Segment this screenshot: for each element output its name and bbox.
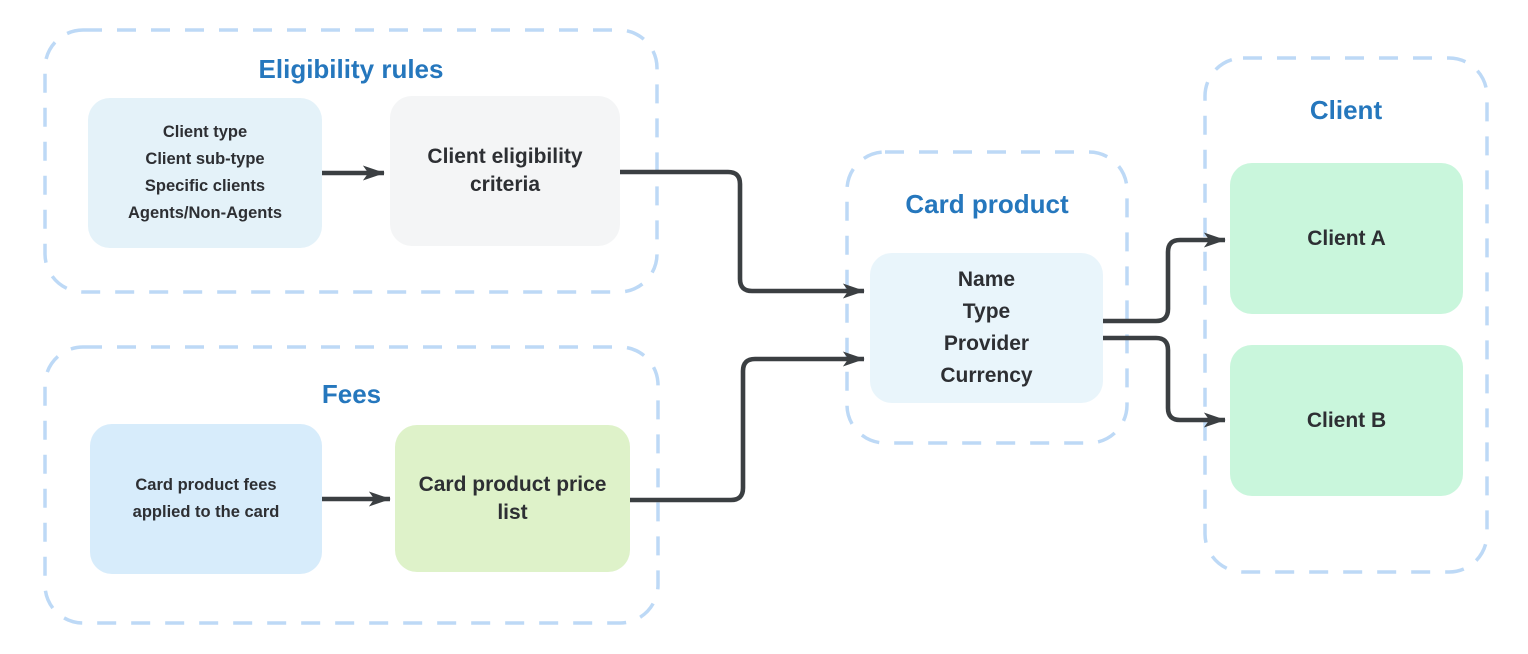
group-border-card-product <box>845 150 1129 445</box>
group-title-eligibility-rules: Eligibility rules <box>258 54 444 84</box>
connector-criteria-to-card-product <box>619 169 865 299</box>
node-line: Name <box>957 268 1016 291</box>
group-title-card-product: Card product <box>905 189 1069 219</box>
node-client-b: Client B <box>1230 345 1463 496</box>
node-card-product-details: Name Type Provider Currency <box>870 253 1103 403</box>
node-line: Type <box>962 300 1011 323</box>
group-border-eligibility-rules <box>43 28 659 294</box>
node-card-product-fees: Card product fees applied to the card <box>90 424 322 574</box>
connector-card-product-to-client-a <box>1103 232 1226 324</box>
connector-price-list-to-card-product <box>630 351 865 503</box>
node-line: Client sub-type <box>145 150 265 168</box>
node-client-attributes: Client type Client sub-type Specific cli… <box>88 98 322 248</box>
node-client-eligibility-criteria: Client eligibility criteria <box>390 96 620 246</box>
group-title-fees: Fees <box>321 379 382 409</box>
node-line: Currency <box>940 364 1033 387</box>
node-card-product-price-list: Card product price list <box>395 425 630 572</box>
node-line: Client type <box>162 123 248 141</box>
node-line: Provider <box>943 332 1030 355</box>
group-border-fees <box>43 345 660 625</box>
node-line: Specific clients <box>144 177 266 195</box>
connector-card-product-to-client-b <box>1103 335 1226 428</box>
group-border-client <box>1203 56 1489 574</box>
group-title-client: Client <box>1309 95 1383 125</box>
node-client-a: Client A <box>1230 163 1463 314</box>
node-line: Agents/Non-Agents <box>128 204 282 222</box>
